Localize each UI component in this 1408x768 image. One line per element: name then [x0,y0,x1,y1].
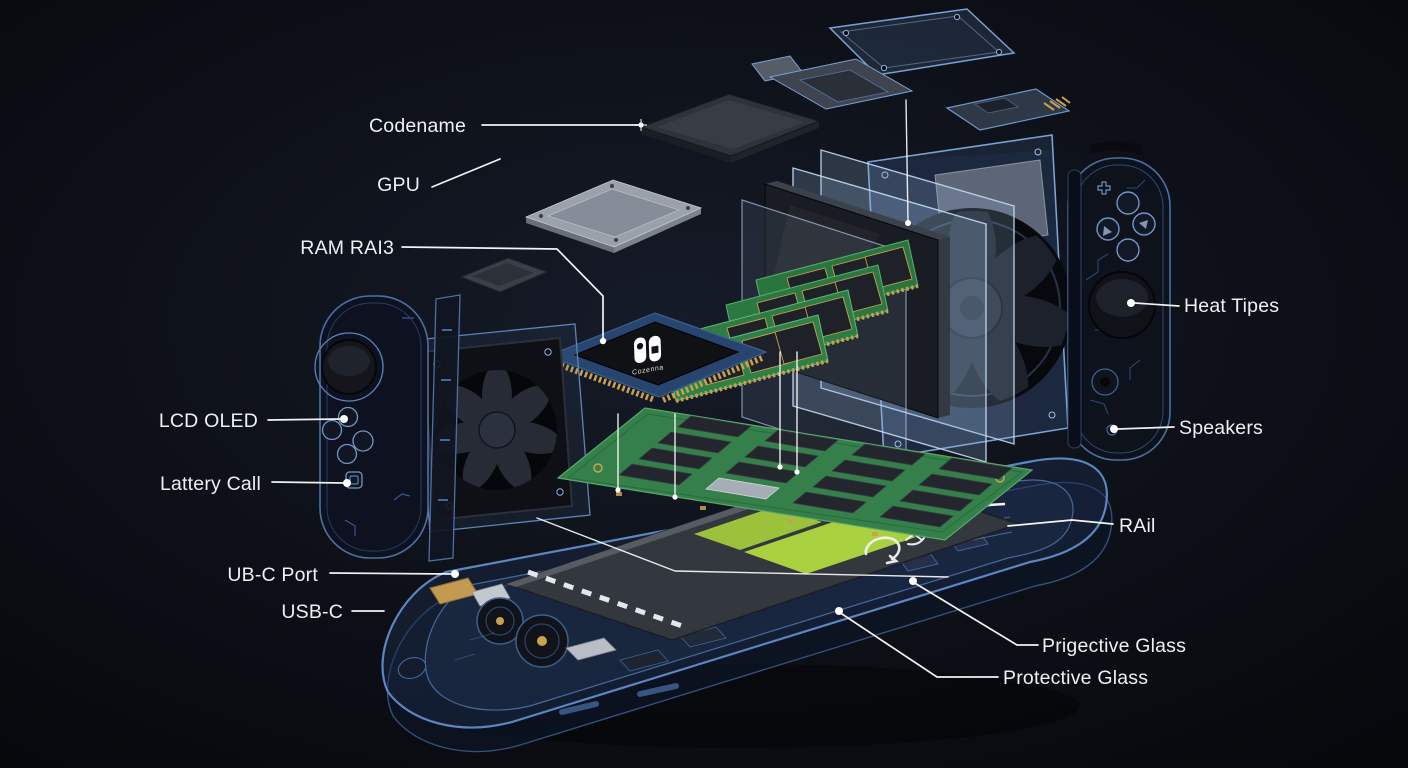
leader-battery-cell [271,481,345,484]
soc-chip: Cozenna [546,312,768,403]
ssd-module [945,88,1071,131]
leader-gpu [431,158,501,188]
codename-chip [639,93,821,163]
label-battery-cell: Lattery Call [160,473,261,495]
speaker-driver [515,614,569,668]
label-ram: RAM RAI3 [300,237,394,259]
gpu-chip [524,179,703,253]
leader-rail [1007,519,1114,527]
leader-speakers [1117,426,1175,430]
motherboard-chips [618,415,1013,528]
label-heat-pipes: Heat Tipes [1184,295,1279,317]
leader-dots [340,119,1135,615]
joystick [1088,271,1156,339]
leader-lines [267,99,1180,678]
label-protective-glass: Protective Glass [1003,667,1148,689]
ribbon-bracket-module [751,55,914,110]
usb-port-slot [559,683,679,715]
battery-green-panel [744,515,916,574]
leader-prigective-glass [912,581,1039,646]
right-joycon [1067,141,1171,461]
speaker-driver [476,597,524,645]
shell-internals [397,502,1013,715]
leader-heat-pipes [1134,302,1180,307]
back-plate [828,8,1016,76]
decorative-leader-lines [536,99,949,578]
left-joycon [314,295,429,559]
callout-labels: Codename GPU RAM RAI3 LCD OLED Lattery C… [159,115,1279,689]
label-prigective-glass: Prigective Glass [1042,635,1186,657]
plus-button [1097,181,1111,195]
joycon-rail [428,294,461,562]
sparkle [635,119,647,131]
face-buttons [321,406,374,465]
leader-usb-port [329,572,453,575]
small-component [459,257,549,293]
switch-logo [633,335,662,364]
battery-terminal-dashes [527,569,689,631]
label-usbc: USB-C [281,601,343,623]
label-rail: RAil [1119,515,1156,537]
leader-ram [401,246,604,340]
joystick [314,332,384,402]
leader-protective-glass [838,611,999,678]
label-codename: Codename [369,115,466,137]
motherboard [556,407,1034,541]
label-usb-port: UB-C Port [227,564,318,586]
battery-green-panel [694,506,822,550]
button-arrow-glyphs [1103,220,1148,236]
label-gpu: GPU [377,174,420,196]
label-speakers: Speakers [1179,417,1263,439]
label-lcd-oled: LCD OLED [159,410,258,432]
left-fan [414,323,591,533]
leader-lcd-oled [267,418,342,421]
